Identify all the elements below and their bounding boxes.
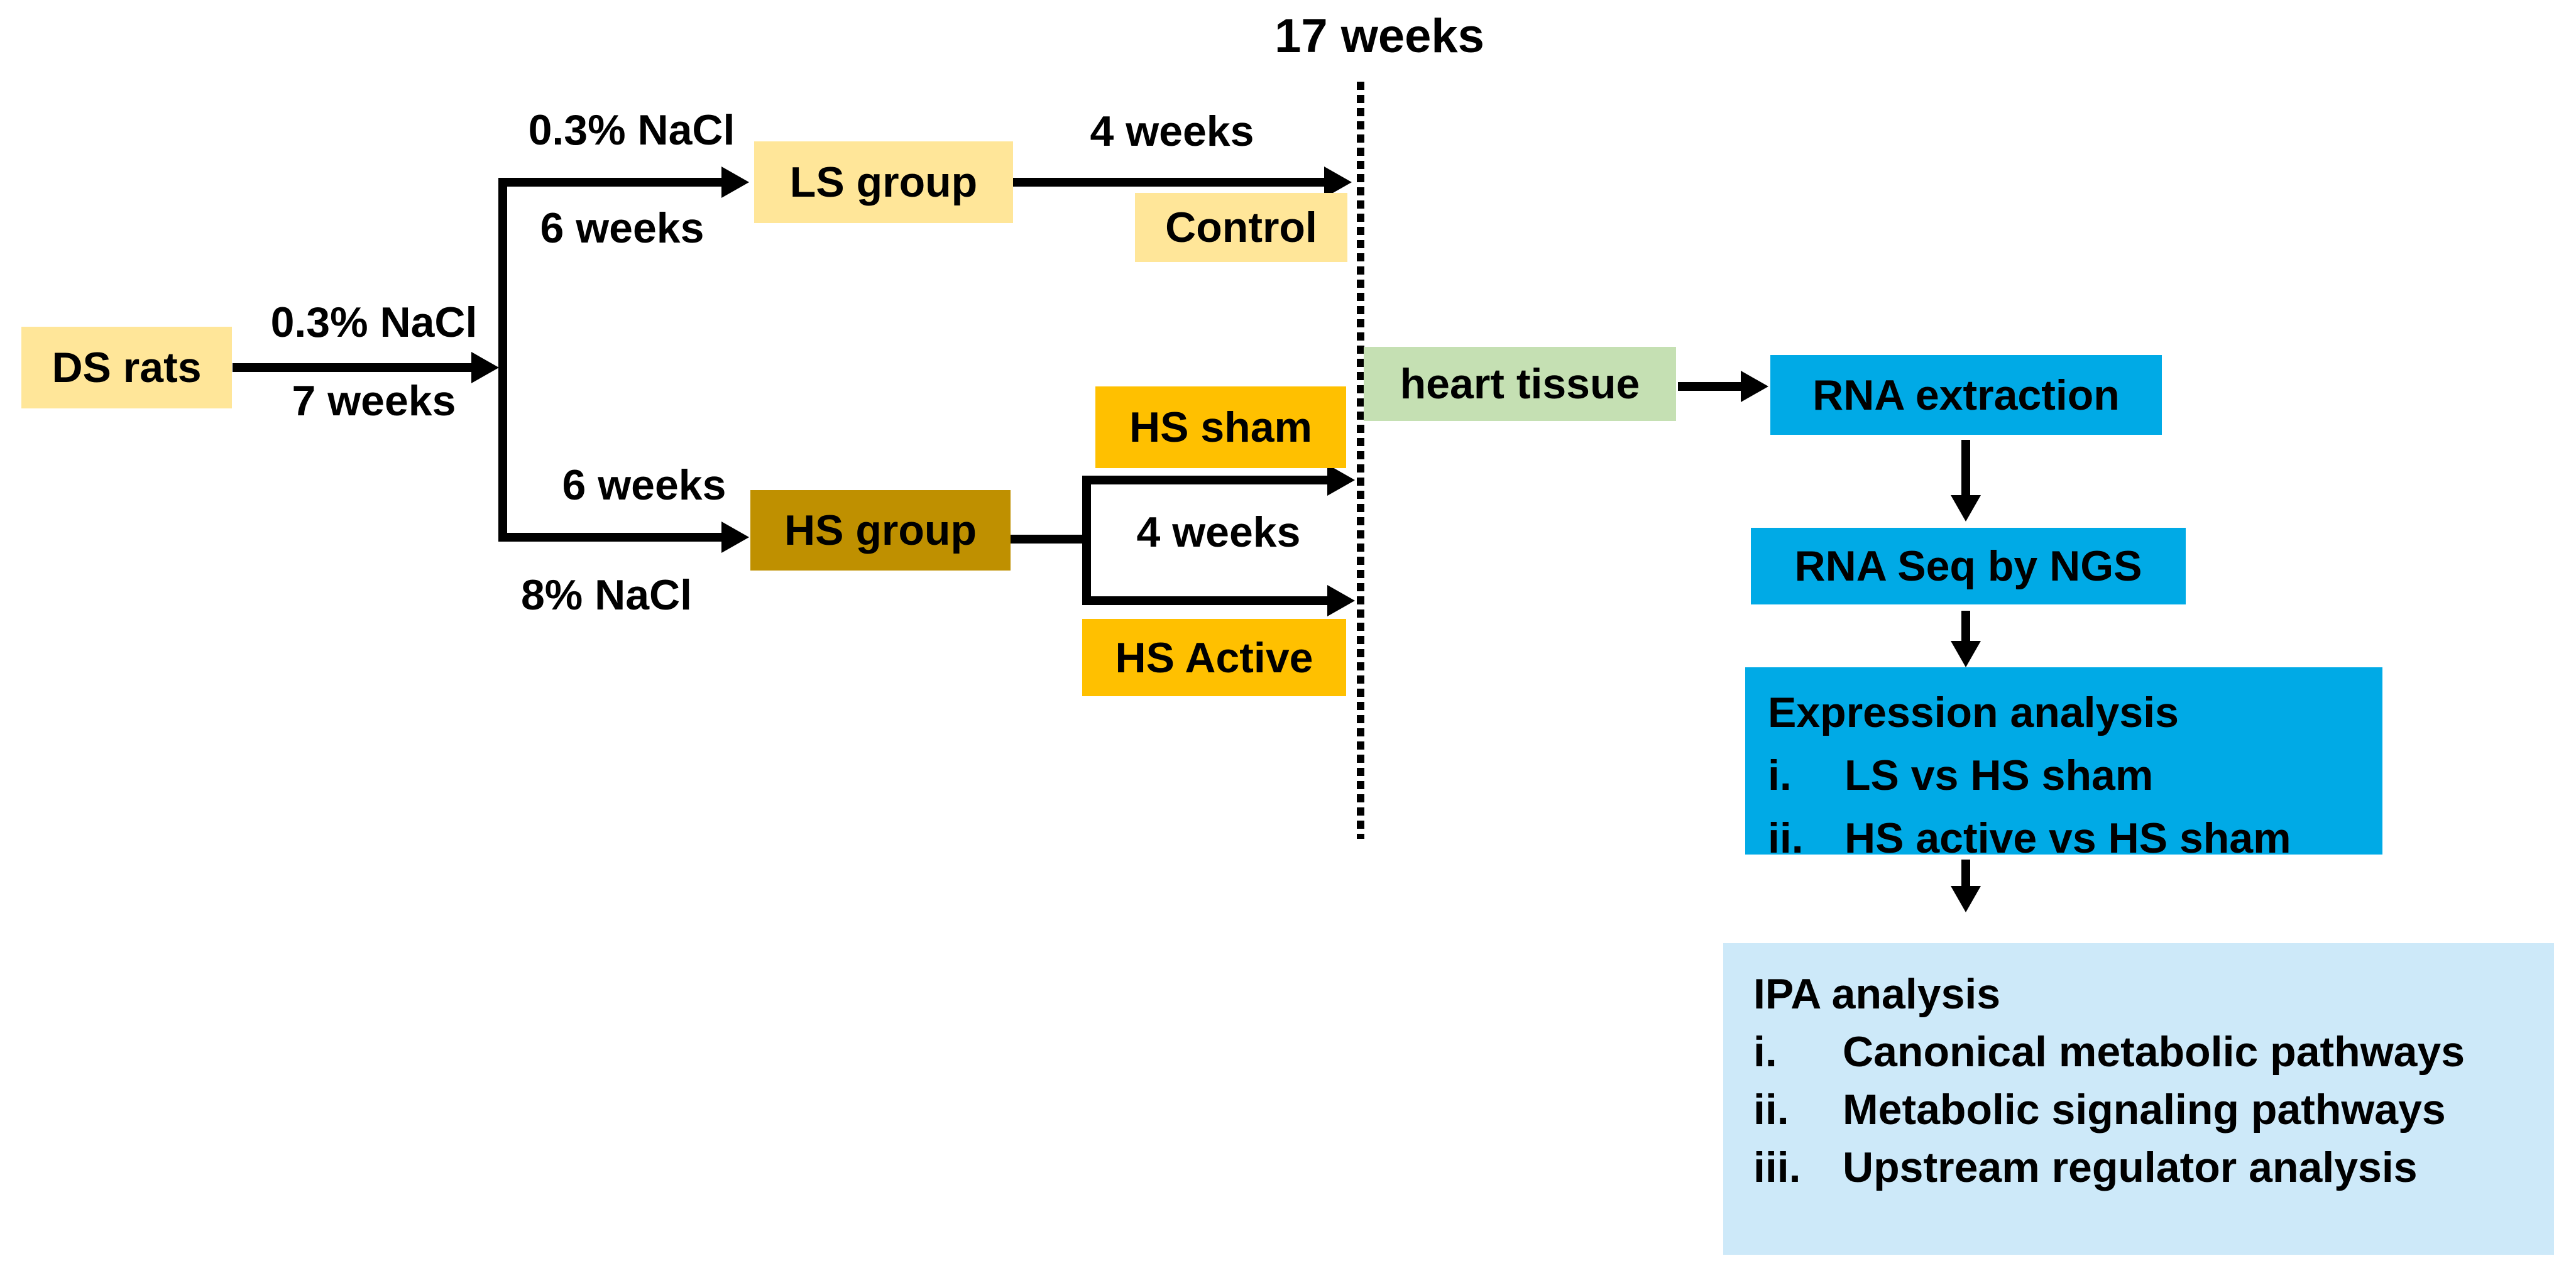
branch-vertical-line bbox=[498, 178, 507, 542]
ls-followup-label: 4 weeks bbox=[1090, 107, 1254, 155]
rna-extraction-box: RNA extraction bbox=[1770, 355, 2162, 435]
ls-diet-label: 0.3% NaCl bbox=[528, 106, 735, 154]
hs-followup-label: 4 weeks bbox=[1136, 508, 1301, 556]
rna-seq-to-expression-arrow bbox=[1961, 611, 1970, 641]
expression-item-2-num: ii. bbox=[1768, 814, 1804, 862]
ipa-item-2-text: Metabolic signaling pathways bbox=[1843, 1086, 2446, 1134]
expression-item-1: i. LS vs HS sham bbox=[1768, 744, 2382, 807]
ls-duration-label: 6 weeks bbox=[540, 204, 704, 252]
hs-fork-stub-line bbox=[1011, 535, 1091, 544]
hs-sham-box: HS sham bbox=[1095, 386, 1346, 468]
expression-item-1-text: LS vs HS sham bbox=[1844, 751, 2154, 799]
timeline-17-weeks-label: 17 weeks bbox=[1274, 9, 1484, 63]
ipa-item-2-num: ii. bbox=[1753, 1086, 1789, 1134]
expression-item-2-text: HS active vs HS sham bbox=[1844, 814, 2291, 862]
timeline-dotted-line bbox=[1357, 82, 1364, 839]
expression-item-1-num: i. bbox=[1768, 751, 1792, 799]
hs-duration-label: 6 weeks bbox=[562, 461, 726, 509]
expression-analysis-box: Expression analysis i. LS vs HS sham ii.… bbox=[1745, 667, 2382, 862]
expression-item-2: ii. HS active vs HS sham bbox=[1768, 807, 2382, 870]
ipa-title-text: IPA analysis bbox=[1753, 970, 2001, 1018]
rna-seq-box: RNA Seq by NGS bbox=[1751, 528, 2186, 604]
ipa-item-3: iii. Upstream regulator analysis bbox=[1753, 1139, 2554, 1196]
ds-rats-box: DS rats bbox=[21, 327, 232, 408]
start-duration-label: 7 weeks bbox=[292, 377, 456, 425]
ipa-item-2: ii. Metabolic signaling pathways bbox=[1753, 1081, 2554, 1139]
hs-active-box: HS Active bbox=[1082, 619, 1346, 696]
start-diet-label: 0.3% NaCl bbox=[270, 298, 478, 346]
hs-group-box: HS group bbox=[750, 490, 1011, 571]
hs-active-arrow bbox=[1082, 596, 1327, 605]
heart-tissue-box: heart tissue bbox=[1364, 347, 1676, 421]
ipa-analysis-box: IPA analysis i. Canonical metabolic path… bbox=[1723, 943, 2554, 1255]
ds-rats-arrow bbox=[233, 363, 471, 372]
ipa-item-3-num: iii. bbox=[1753, 1144, 1801, 1191]
hs-fork-vertical-line bbox=[1082, 476, 1091, 605]
hs-sham-arrow bbox=[1082, 476, 1327, 484]
expression-to-ipa-arrow bbox=[1961, 860, 1970, 886]
ipa-item-1-text: Canonical metabolic pathways bbox=[1843, 1028, 2465, 1076]
ipa-item-1: i. Canonical metabolic pathways bbox=[1753, 1023, 2554, 1081]
rna-extraction-to-seq-arrow bbox=[1961, 440, 1970, 495]
hs-branch-arrow bbox=[498, 533, 721, 542]
hs-diet-label: 8% NaCl bbox=[520, 571, 693, 619]
expression-title: Expression analysis bbox=[1768, 681, 2382, 744]
expression-title-text: Expression analysis bbox=[1768, 689, 2179, 736]
control-box: Control bbox=[1135, 193, 1347, 262]
ipa-item-3-text: Upstream regulator analysis bbox=[1843, 1144, 2418, 1191]
ls-group-box: LS group bbox=[754, 141, 1013, 223]
ls-branch-arrow bbox=[498, 178, 721, 187]
ipa-title: IPA analysis bbox=[1753, 965, 2554, 1023]
ipa-item-1-num: i. bbox=[1753, 1028, 1777, 1076]
heart-to-rna-arrow bbox=[1678, 382, 1741, 391]
ls-to-timeline-arrow bbox=[1013, 178, 1324, 187]
